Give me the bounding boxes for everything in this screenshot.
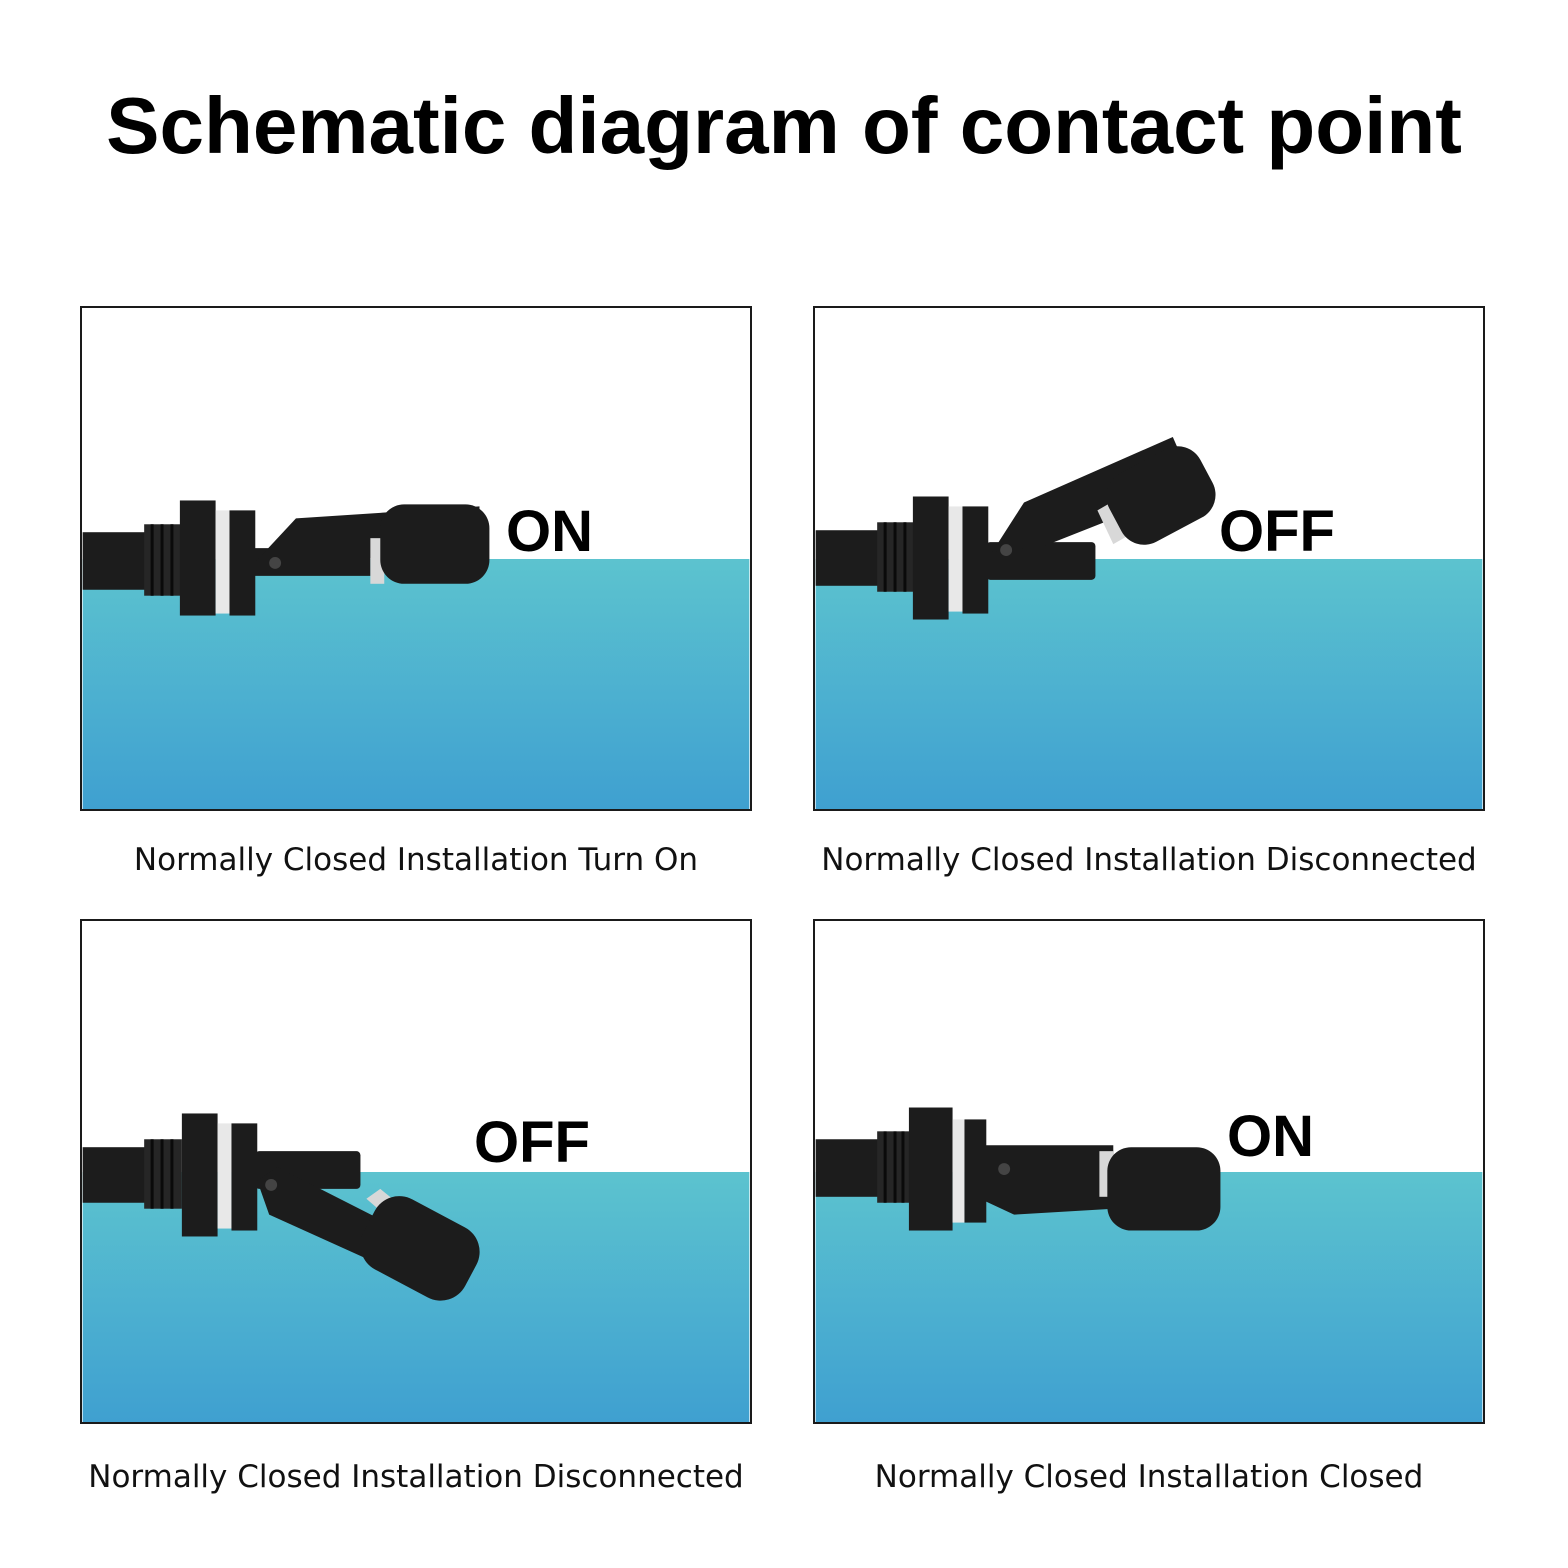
- panel-3-caption: Normally Closed Installation Disconnecte…: [88, 1459, 744, 1495]
- panel-1: ON: [80, 306, 752, 811]
- panel-2-caption: Normally Closed Installation Disconnecte…: [821, 842, 1477, 878]
- panel-4: ON: [813, 919, 1485, 1424]
- panel-2: OFF: [813, 306, 1485, 811]
- state-label: OFF: [474, 1110, 590, 1175]
- panel-4-caption: Normally Closed Installation Closed: [874, 1459, 1424, 1495]
- state-label: ON: [506, 499, 593, 564]
- float-switch-level-image: [82, 500, 750, 809]
- state-label: ON: [1227, 1104, 1314, 1169]
- float-switch-lowered-image: [82, 1113, 750, 1422]
- page-title: Schematic diagram of contact point: [106, 81, 1462, 170]
- panel-1-caption: Normally Closed Installation Turn On: [133, 842, 699, 878]
- float-switch-raised-image: [815, 436, 1483, 809]
- float-switch-level-image: [815, 1107, 1483, 1422]
- panel-3: OFF: [80, 919, 752, 1424]
- state-label: OFF: [1219, 499, 1335, 564]
